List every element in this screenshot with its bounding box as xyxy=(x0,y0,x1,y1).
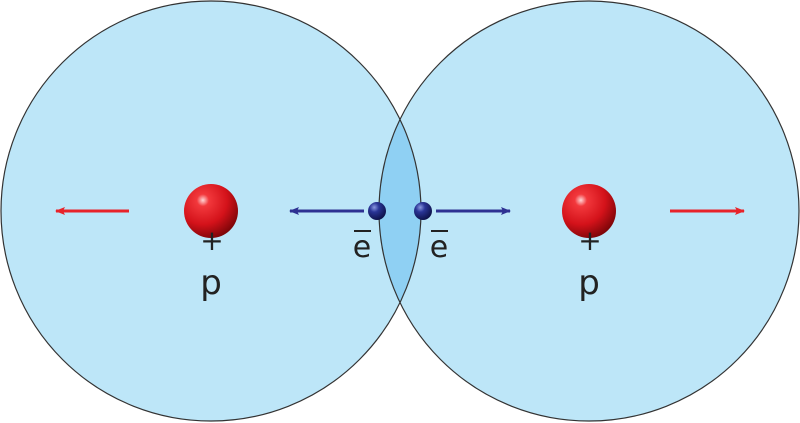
right-electron-label: e xyxy=(430,230,448,265)
right-electron xyxy=(414,202,432,220)
left-electron xyxy=(368,202,386,220)
right-proton-label: p xyxy=(578,263,600,303)
left-proton xyxy=(184,184,238,238)
right-proton-charge: + xyxy=(578,224,601,257)
left-electron-label: e xyxy=(353,230,371,265)
right-proton xyxy=(562,184,616,238)
left-proton-label: p xyxy=(200,263,222,303)
left-proton-charge: + xyxy=(200,224,223,257)
